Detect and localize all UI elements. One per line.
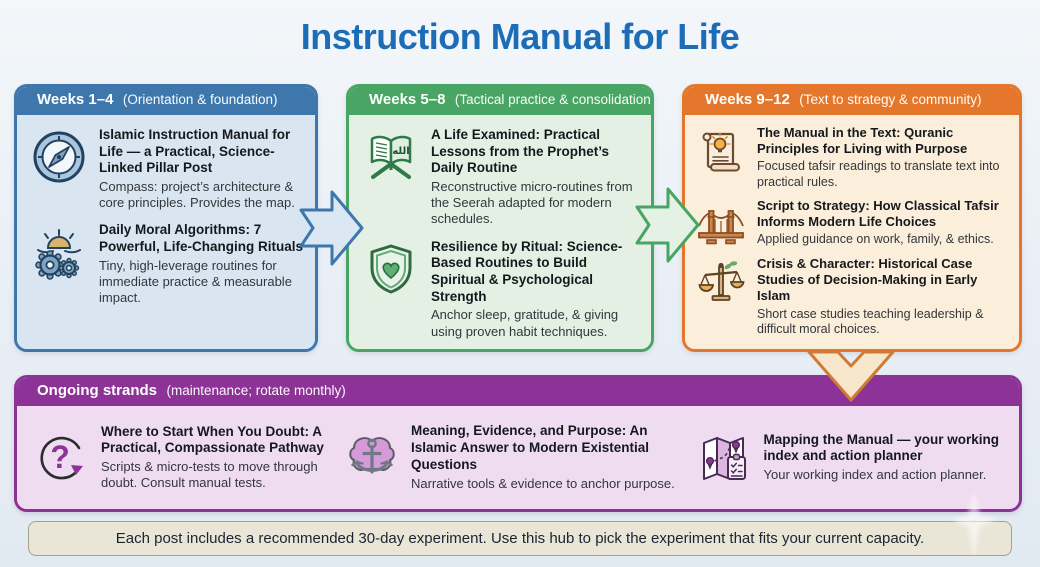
list-item: ? Where to Start When You Doubt: A Pract…	[33, 416, 331, 499]
item-title: Mapping the Manual — your working index …	[763, 431, 1000, 464]
scales-icon	[695, 256, 747, 306]
item-description: Scripts & micro-tests to move through do…	[101, 459, 318, 491]
card-weeks-1-4-title: Weeks 1–4	[37, 91, 114, 108]
item-description: Narrative tools & evidence to anchor pur…	[410, 475, 675, 491]
item-title: Where to Start When You Doubt: A Practic…	[101, 423, 324, 456]
list-item: The Manual in the Text: Quranic Principl…	[695, 125, 1009, 190]
card-weeks-5-8-header: Weeks 5–8 (Tactical practice & consolida…	[349, 87, 651, 115]
sunrise-gears-icon	[29, 222, 89, 281]
item-title: Islamic Instruction Manual for Life — a …	[99, 127, 291, 176]
card-weeks-5-8-title: Weeks 5–8	[369, 91, 446, 108]
ongoing-strands-title: Ongoing strands	[37, 382, 157, 399]
item-title: Resilience by Ritual: Science-Based Rout…	[431, 238, 623, 304]
anchor-brain-icon	[343, 431, 401, 485]
ongoing-strands-card: Ongoing strands (maintenance; rotate mon…	[14, 375, 1022, 512]
page-title: Instruction Manual for Life	[300, 16, 740, 57]
card-weeks-5-8: Weeks 5–8 (Tactical practice & consolida…	[346, 84, 654, 352]
list-item: Islamic Instruction Manual for Life — a …	[29, 127, 303, 211]
list-item: Crisis & Character: Historical Case Stud…	[695, 256, 1009, 337]
item-description: Reconstructive micro-routines from the S…	[431, 179, 633, 227]
list-item: Daily Moral Algorithms: 7 Powerful, Life…	[29, 222, 303, 306]
arrow-right-icon	[635, 187, 700, 263]
card-weeks-1-4-body: Islamic Instruction Manual for Life — a …	[17, 115, 315, 349]
item-title: Script to Strategy: How Classical Tafsir…	[757, 198, 999, 230]
card-weeks-5-8-subtitle: (Tactical practice & consolidation)	[454, 92, 654, 107]
item-description: Applied guidance on work, family, & ethi…	[757, 232, 994, 247]
svg-text:الله: الله	[392, 146, 409, 157]
item-description: Short case studies teaching leadership &…	[757, 306, 984, 337]
bridge-icon	[695, 198, 747, 248]
card-weeks-9-12-title: Weeks 9–12	[705, 91, 790, 108]
shield-heart-icon	[361, 239, 421, 297]
list-item: Mapping the Manual — your working index …	[696, 416, 1003, 499]
list-item: الله A Life Examined: Practical Lessons …	[361, 127, 639, 228]
card-weeks-1-4-subtitle: (Orientation & foundation)	[122, 92, 278, 107]
ongoing-strands-body: ? Where to Start When You Doubt: A Pract…	[17, 406, 1019, 509]
item-description: Your working index and action planner.	[763, 467, 987, 483]
card-weeks-9-12: Weeks 9–12 (Text to strategy & community…	[682, 84, 1022, 352]
card-weeks-9-12-header: Weeks 9–12 (Text to strategy & community…	[685, 87, 1019, 115]
map-planner-icon	[696, 431, 754, 485]
item-title: Daily Moral Algorithms: 7 Powerful, Life…	[99, 222, 304, 255]
card-weeks-9-12-body: The Manual in the Text: Quranic Principl…	[685, 115, 1019, 349]
compass-icon	[29, 127, 89, 185]
card-weeks-5-8-body: الله A Life Examined: Practical Lessons …	[349, 115, 651, 349]
item-description: Anchor sleep, gratitude, & giving using …	[431, 307, 619, 339]
item-description: Focused tafsir readings to translate tex…	[757, 159, 1000, 189]
list-item: Meaning, Evidence, and Purpose: An Islam…	[343, 416, 684, 499]
item-title: Crisis & Character: Historical Case Stud…	[757, 256, 978, 304]
arrow-down-icon	[807, 350, 895, 402]
item-title: The Manual in the Text: Quranic Principl…	[757, 125, 968, 157]
scroll-lightbulb-icon	[695, 125, 747, 175]
item-description: Compass: project’s architecture & core p…	[99, 179, 295, 211]
question-loop-icon: ?	[33, 431, 91, 485]
card-weeks-9-12-subtitle: (Text to strategy & community)	[799, 92, 982, 107]
ongoing-strands-subtitle: (maintenance; rotate monthly)	[166, 383, 346, 398]
card-weeks-1-4-header: Weeks 1–4 (Orientation & foundation)	[17, 87, 315, 115]
arrow-right-icon	[299, 190, 364, 266]
item-title: A Life Examined: Practical Lessons from …	[431, 127, 610, 176]
list-item: Script to Strategy: How Classical Tafsir…	[695, 198, 1009, 248]
quran-icon: الله	[361, 127, 421, 185]
svg-text:?: ?	[50, 439, 70, 475]
item-description: Tiny, high-leverage routines for immedia…	[99, 257, 292, 306]
item-title: Meaning, Evidence, and Purpose: An Islam…	[410, 423, 650, 472]
list-item: Resilience by Ritual: Science-Based Rout…	[361, 239, 639, 340]
card-weeks-1-4: Weeks 1–4 (Orientation & foundation)	[14, 84, 318, 352]
footer-note: Each post includes a recommended 30-day …	[28, 521, 1012, 556]
